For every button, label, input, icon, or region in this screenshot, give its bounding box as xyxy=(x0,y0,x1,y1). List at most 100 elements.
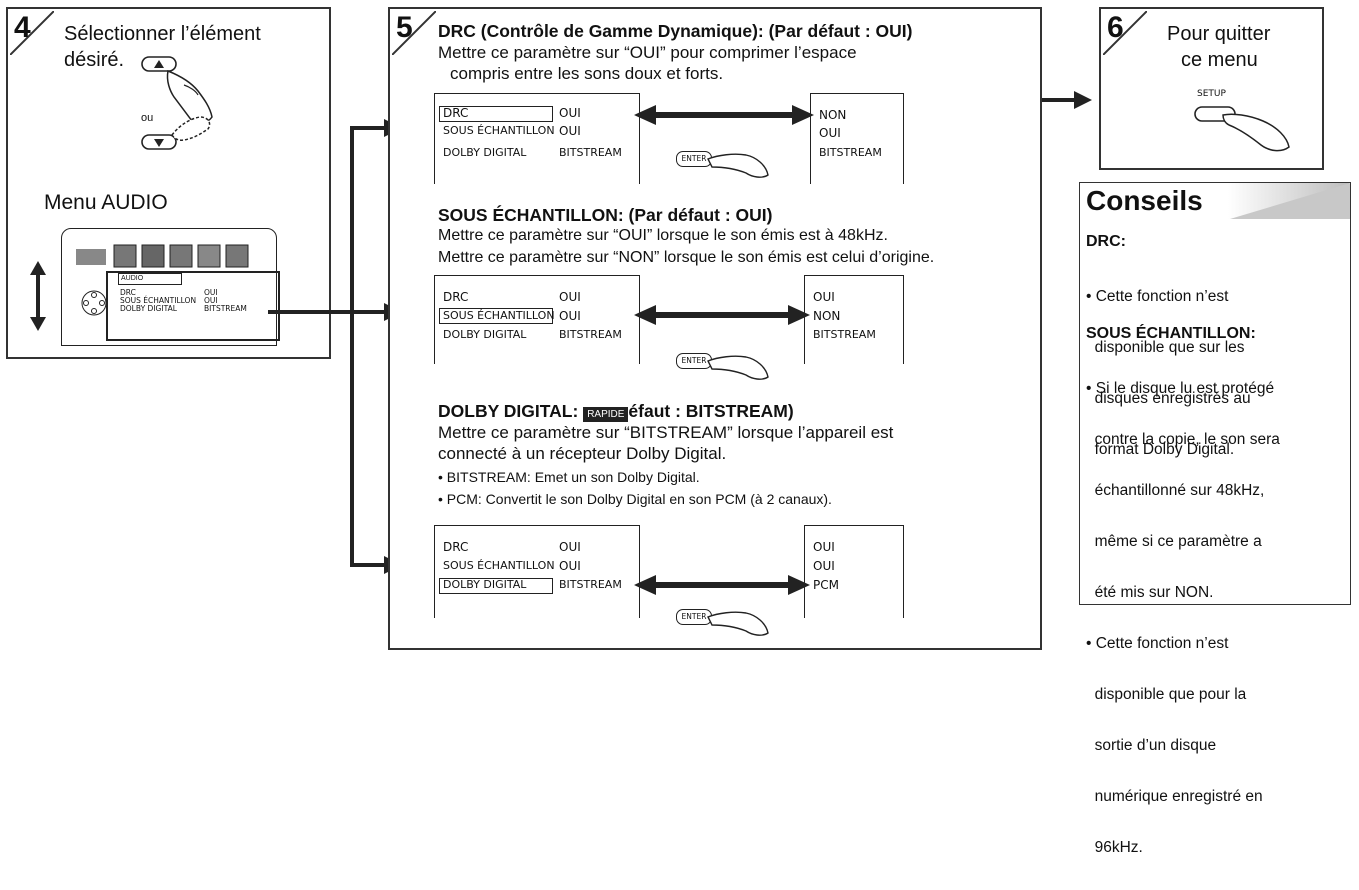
mini-row-label: DRC xyxy=(120,288,136,297)
enter-button-hand-icon: ENTER xyxy=(676,605,776,641)
selection-highlight xyxy=(439,578,553,594)
mini-row-value: OUI xyxy=(204,288,218,297)
screen-row-value: OUI xyxy=(559,106,581,120)
step-corner-slash xyxy=(1103,11,1147,55)
dolby-bullet-1: • BITSTREAM: Emet un son Dolby Digital. xyxy=(438,469,700,485)
drc-screen-before: DRC OUI SOUS ÉCHANTILLON OUI DOLBY DIGIT… xyxy=(434,93,640,184)
tip-line: • Cette fonction n’est xyxy=(1086,635,1229,652)
tip-line: • Si le disque lu est protégé xyxy=(1086,380,1275,397)
screen-row-value: OUI xyxy=(813,290,835,304)
selection-highlight xyxy=(439,106,553,122)
screen-row-value: PCM xyxy=(813,578,839,592)
sous-title: SOUS ÉCHANTILLON: (Par défaut : OUI) xyxy=(438,205,773,225)
screen-row-value: OUI xyxy=(559,309,581,323)
down-button-hand-icon xyxy=(141,116,211,150)
tip-line: disponible que sur les xyxy=(1086,339,1245,356)
double-arrow-icon xyxy=(634,575,810,595)
step6-panel: 6 Pour quitter ce menu SETUP xyxy=(1099,7,1324,170)
step6-line-1: Pour quitter xyxy=(1167,23,1271,45)
screen-row-value: OUI xyxy=(559,290,581,304)
dolby-title-prefix: DOLBY DIGITAL: xyxy=(438,401,584,421)
tips-header-wedge xyxy=(1230,183,1350,219)
double-arrow-icon xyxy=(634,105,814,125)
tip-line: disponible que pour la xyxy=(1086,686,1247,703)
step6-number: 6 xyxy=(1107,11,1124,44)
screen-row-label: SOUS ÉCHANTILLON xyxy=(443,124,555,137)
screen-row-label: DRC xyxy=(443,540,469,554)
screen-row-value: OUI xyxy=(813,540,835,554)
mini-row-label: DOLBY DIGITAL xyxy=(120,304,177,313)
tip-line: sortie d’un disque xyxy=(1086,737,1217,754)
tip-line: été mis sur NON. xyxy=(1086,584,1214,601)
mini-row-value: OUI xyxy=(204,296,218,305)
dolby-title-suffix: éfaut : BITSTREAM) xyxy=(628,401,794,421)
double-arrow-icon xyxy=(634,305,810,325)
mini-row-label: SOUS ÉCHANTILLON xyxy=(120,296,197,305)
screen-row-label: SOUS ÉCHANTILLON xyxy=(443,559,555,572)
tip-line: contre la copie, le son sera xyxy=(1086,431,1280,448)
screen-row-value: NON xyxy=(813,309,841,323)
setup-button-hand-icon xyxy=(1194,106,1290,152)
tip-line: échantillonné sur 48kHz, xyxy=(1086,482,1265,499)
mini-row-value: BITSTREAM xyxy=(204,304,247,313)
tip-line: • Cette fonction n’est xyxy=(1086,288,1229,305)
audio-menu-screen: AUDIO DRC OUI SOUS ÉCHANTILLON OUI DOLBY D… xyxy=(61,228,280,346)
step-corner-slash xyxy=(10,11,54,55)
tips-drc-head: DRC: xyxy=(1086,233,1126,250)
screen-row-label: DRC xyxy=(443,290,469,304)
drc-text-2: compris entre les sons doux et forts. xyxy=(450,64,724,83)
enter-button-hand-icon: ENTER xyxy=(676,349,776,385)
tips-title: Conseils xyxy=(1086,185,1203,216)
step4-number: 4 xyxy=(14,11,31,44)
sous-text-2: Mettre ce paramètre sur “NON” lorsque le… xyxy=(438,249,935,266)
dolby-screen-before: DRC OUI SOUS ÉCHANTILLON OUI DOLBY DIGIT… xyxy=(434,525,640,618)
up-button-hand-icon xyxy=(141,56,213,124)
screen-row-label: DOLBY DIGITAL xyxy=(443,146,527,159)
rapide-badge: RAPIDE xyxy=(583,407,629,422)
tip-line: 96kHz. xyxy=(1086,839,1143,856)
dolby-text-1: Mettre ce paramètre sur “BITSTREAM” lors… xyxy=(438,423,894,442)
drc-screen-after: NON OUI BITSTREAM xyxy=(810,93,904,184)
tips-drc-text: • Cette fonction n’est disponible que su… xyxy=(1086,254,1251,492)
tip-line: format Dolby Digital. xyxy=(1086,441,1235,458)
screen-row-value: NON xyxy=(819,108,847,122)
step4-instruction-1: Sélectionner l’élément xyxy=(64,23,261,45)
menu-icon-row xyxy=(76,244,249,268)
drc-title: DRC (Contrôle de Gamme Dynamique): (Par … xyxy=(438,21,913,41)
screen-row-label: DOLBY DIGITAL xyxy=(443,328,527,341)
or-label: ou xyxy=(141,112,154,124)
screen-row-value: BITSTREAM xyxy=(559,146,622,159)
dolby-screen-after: OUI OUI PCM xyxy=(804,525,904,618)
menu-tab-label: AUDIO xyxy=(121,275,144,282)
screen-row-value: OUI xyxy=(813,559,835,573)
screen-row-label: DRC xyxy=(443,106,469,120)
tips-sous-head: SOUS ÉCHANTILLON: xyxy=(1086,325,1256,342)
screen-row-value: BITSTREAM xyxy=(559,328,622,341)
step4-panel: 4 Sélectionner l’élément désiré. ou Menu… xyxy=(6,7,331,359)
dolby-text-2: connecté à un récepteur Dolby Digital. xyxy=(438,444,727,463)
step5-number: 5 xyxy=(396,11,413,44)
sous-text-1: Mettre ce paramètre sur “OUI” lorsque le… xyxy=(438,227,888,244)
screen-row-value: OUI xyxy=(819,126,841,140)
step4-instruction-2: désiré. xyxy=(64,49,125,71)
drc-text-1: Mettre ce paramètre sur “OUI” pour compr… xyxy=(438,43,857,62)
enter-button-hand-icon: ENTER xyxy=(676,147,776,183)
mini-list-box xyxy=(106,271,280,341)
menu-tab: AUDIO xyxy=(118,273,182,285)
screen-row-value: BITSTREAM xyxy=(819,146,882,159)
screen-row-label: DOLBY DIGITAL xyxy=(443,578,527,591)
tip-line: même si ce paramètre a xyxy=(1086,533,1262,550)
screen-row-value: OUI xyxy=(559,559,581,573)
tips-panel: Conseils DRC: • Cette fonction n’est dis… xyxy=(1079,182,1351,856)
screen-row-value: OUI xyxy=(559,540,581,554)
step5-panel: 5 DRC (Contrôle de Gamme Dynamique): (Pa… xyxy=(388,7,1042,650)
step6-line-2: ce menu xyxy=(1181,49,1258,71)
screen-row-label: SOUS ÉCHANTILLON xyxy=(443,309,555,322)
up-down-arrow-icon xyxy=(30,261,46,331)
dolby-bullet-2: • PCM: Convertit le son Dolby Digital en… xyxy=(438,491,832,507)
dpad-icon xyxy=(81,290,107,316)
sous-screen-after: OUI NON BITSTREAM xyxy=(804,275,904,364)
sous-screen-before: DRC OUI SOUS ÉCHANTILLON OUI DOLBY DIGIT… xyxy=(434,275,640,364)
tip-line: numérique enregistré en xyxy=(1086,788,1263,805)
